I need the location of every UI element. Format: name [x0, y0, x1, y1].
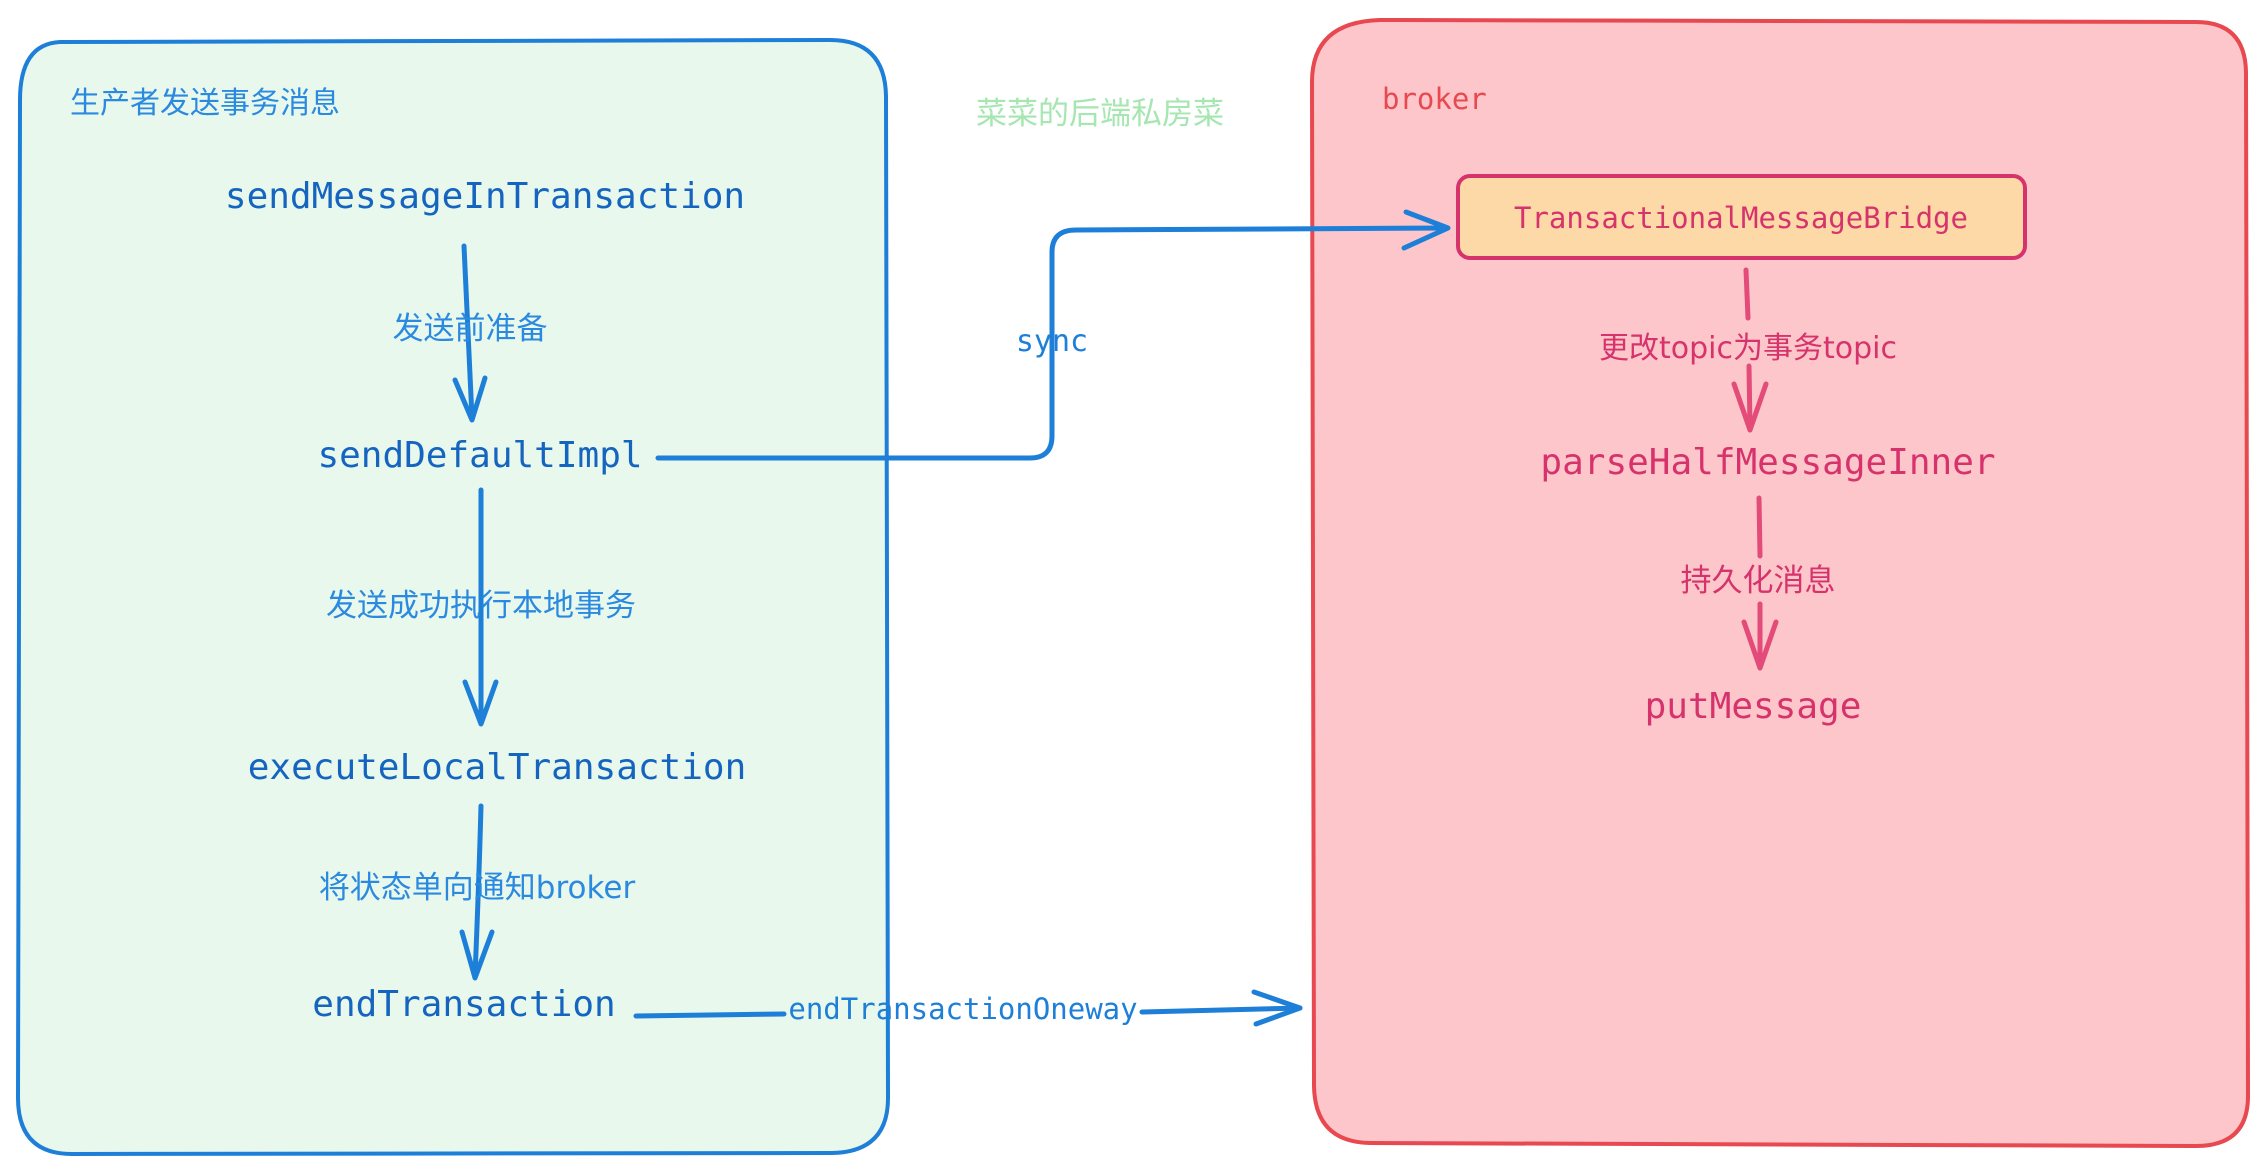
bridge-label: TransactionalMessageBridge [1514, 201, 1968, 235]
node-send-message-in-transaction: sendMessageInTransaction [225, 176, 745, 217]
sync-line [655, 225, 1449, 461]
sync-connector [655, 209, 1451, 461]
arrow-notify [472, 803, 484, 979]
edge-label-persist: 持久化消息 [1681, 563, 1836, 599]
broker-panel [1310, 18, 2250, 1148]
arrow-prepare-head [452, 375, 488, 423]
producer-title: 生产者发送事务消息 [70, 86, 340, 121]
arrow-topic-bottom [1746, 363, 1753, 431]
watermark-text: 菜菜的后端私房菜 [976, 96, 1224, 132]
node-put-message: putMessage [1645, 686, 1862, 727]
edge-label-execute: 发送成功执行本地事务 [326, 588, 636, 624]
link-label-sync: sync [1016, 324, 1088, 359]
node-execute-local-transaction: executeLocalTransaction [248, 747, 747, 788]
oneway-line-right [1139, 1005, 1303, 1015]
arrow-topic-top [1743, 267, 1751, 321]
arrow-topic-head [1731, 381, 1769, 433]
node-send-default-impl: sendDefaultImpl [317, 435, 642, 476]
arrow-persist-top [1756, 495, 1763, 559]
producer-arrows [452, 243, 499, 981]
arrow-persist-head [1741, 619, 1779, 671]
arrow-execute-head [462, 679, 499, 727]
edge-label-notify: 将状态单向通知broker [319, 870, 636, 906]
broker-arrows [1731, 267, 1779, 671]
node-end-transaction: endTransaction [312, 984, 615, 1025]
arrow-notify-head [459, 929, 495, 981]
sync-arrow-head [1401, 209, 1451, 251]
link-label-oneway: endTransactionOneway [788, 992, 1137, 1026]
oneway-arrow-head [1251, 989, 1303, 1027]
arrow-prepare [461, 243, 475, 421]
oneway-line-left [633, 1011, 787, 1019]
broker-title: broker [1382, 82, 1487, 116]
oneway-connector [633, 989, 1303, 1027]
node-parse-half-message-inner: parseHalfMessageInner [1540, 442, 1995, 483]
edge-label-prepare: 发送前准备 [393, 311, 548, 347]
producer-panel [16, 38, 890, 1156]
edge-label-change-topic: 更改topic为事务topic [1599, 331, 1897, 366]
bridge-box [1456, 174, 2027, 260]
